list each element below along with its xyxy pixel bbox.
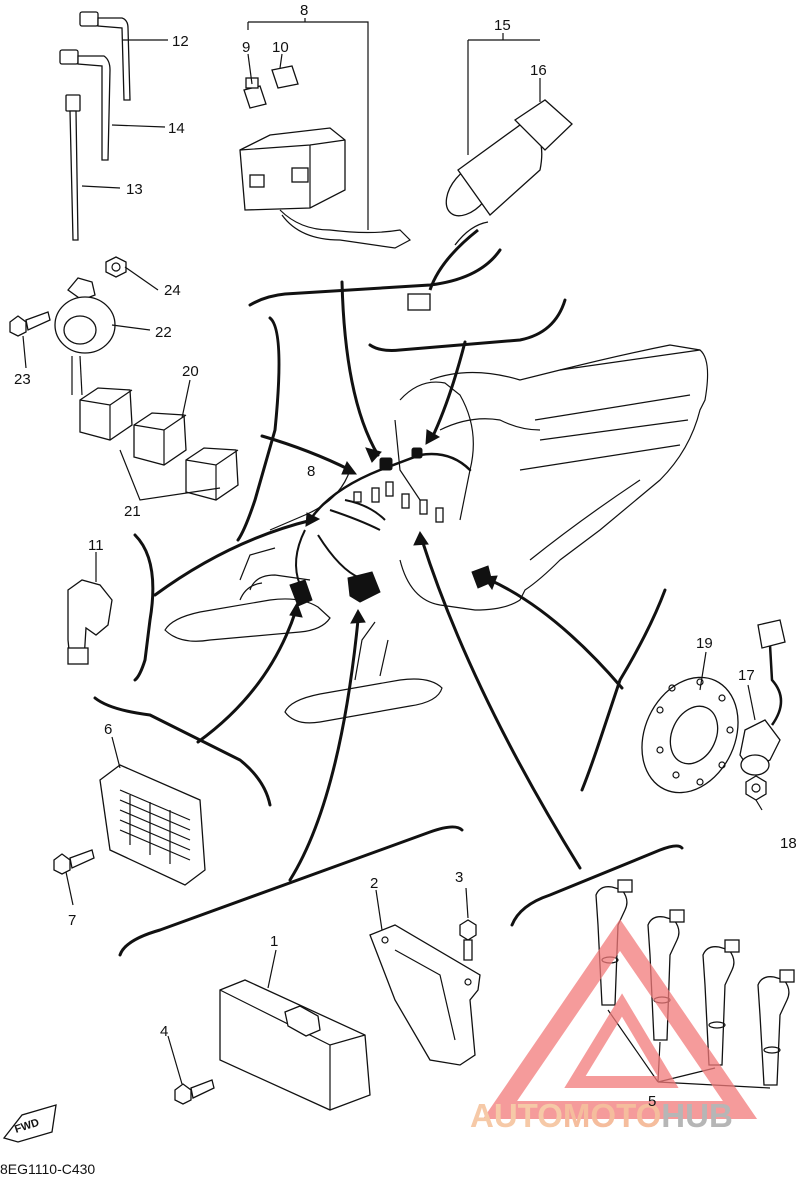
bracket-pickup bbox=[580, 588, 667, 792]
main-switch bbox=[407, 99, 573, 311]
leader-coils bbox=[420, 538, 582, 870]
callout-24: 24 bbox=[164, 282, 181, 299]
bracket-ignition-coils bbox=[510, 844, 684, 927]
watermark-logo: AUTOMOTOHUB bbox=[470, 919, 758, 1134]
starter-relay-11 bbox=[67, 579, 113, 665]
cable-tie-14 bbox=[59, 49, 111, 161]
pickup-coil-17 bbox=[739, 619, 786, 776]
bolt-4 bbox=[174, 1079, 215, 1105]
callout-1: 1 bbox=[270, 933, 278, 950]
bracket-starter-relay bbox=[133, 533, 155, 682]
nut-24 bbox=[105, 256, 127, 278]
callout-7: 7 bbox=[68, 912, 76, 929]
callout-4: 4 bbox=[160, 1023, 168, 1040]
callout-13: 13 bbox=[126, 181, 143, 198]
bracket-main-switch bbox=[368, 298, 567, 352]
leader-switch bbox=[430, 340, 467, 440]
rectifier-regulator-6 bbox=[99, 764, 206, 886]
callout-16: 16 bbox=[530, 62, 547, 79]
relay-a bbox=[79, 387, 133, 441]
bolt-23 bbox=[9, 311, 51, 337]
leader-fuse bbox=[340, 280, 380, 457]
wire-harness bbox=[289, 418, 541, 607]
horn-22 bbox=[54, 277, 116, 396]
bracket-relays bbox=[236, 316, 281, 542]
callout-10: 10 bbox=[272, 39, 289, 56]
pickup-rotor-19 bbox=[641, 676, 739, 794]
callout-19: 19 bbox=[696, 635, 713, 652]
fuse-box bbox=[239, 127, 411, 249]
callout-22: 22 bbox=[155, 324, 172, 341]
cable-tie-13 bbox=[65, 94, 81, 241]
callout-6: 6 bbox=[104, 721, 112, 738]
callout-5: 5 bbox=[648, 1093, 656, 1110]
bracket-rectifier bbox=[93, 696, 272, 807]
leader-starter bbox=[153, 518, 314, 597]
bracket-fuse-box bbox=[248, 248, 502, 307]
drawing-code: 8EG1110-C430 bbox=[0, 1161, 95, 1177]
callout-21: 21 bbox=[124, 503, 141, 520]
watermark-text: AUTOMOTOHUB bbox=[470, 1097, 733, 1134]
relay-b bbox=[133, 412, 187, 466]
leader-ecu bbox=[288, 618, 360, 882]
bolt-7 bbox=[53, 849, 95, 875]
leader-pickup bbox=[488, 578, 624, 690]
callout-11: 11 bbox=[88, 537, 104, 554]
ecu-1 bbox=[219, 979, 371, 1111]
callout-15: 15 bbox=[494, 17, 511, 34]
bracket-ecu bbox=[118, 825, 464, 957]
callout-9: 9 bbox=[242, 39, 250, 56]
ecu-bracket-2 bbox=[369, 924, 481, 1066]
callout-2: 2 bbox=[370, 875, 378, 892]
callout-20: 20 bbox=[182, 363, 199, 380]
callout-12: 12 bbox=[172, 33, 189, 50]
fuse-9 bbox=[243, 77, 267, 109]
cable-tie-12 bbox=[79, 11, 131, 101]
leader-relays bbox=[260, 434, 352, 472]
callout-23: 23 bbox=[14, 371, 31, 388]
callout-14: 14 bbox=[168, 120, 185, 137]
nut-18 bbox=[745, 775, 767, 801]
callout-18: 18 bbox=[780, 835, 797, 852]
callout-3: 3 bbox=[455, 869, 463, 886]
chassis-outline bbox=[164, 344, 709, 724]
callout-8-center: 8 bbox=[307, 463, 315, 480]
fuse-10 bbox=[271, 65, 299, 89]
leader-rectifier bbox=[196, 608, 298, 744]
bolt-3 bbox=[459, 919, 477, 961]
forward-arrow-icon: FWD bbox=[2, 1104, 57, 1143]
relay-c bbox=[185, 447, 239, 501]
callout-17: 17 bbox=[738, 667, 755, 684]
callout-8-top: 8 bbox=[300, 2, 308, 19]
